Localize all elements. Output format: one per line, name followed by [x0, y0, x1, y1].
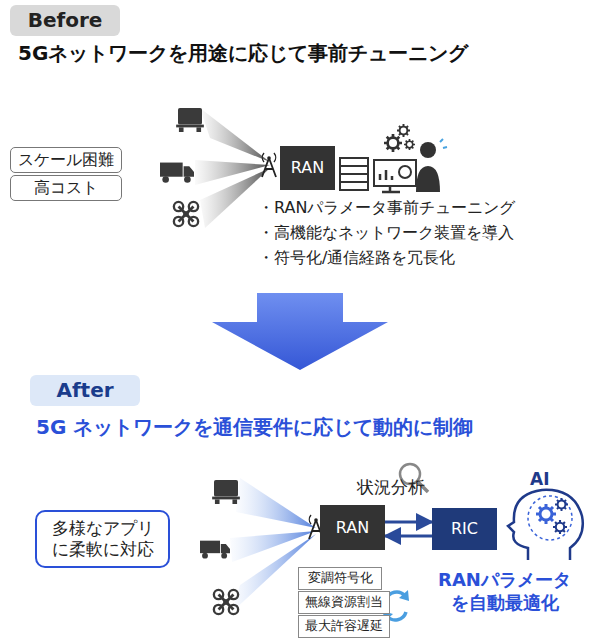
ric-box: RIC [432, 508, 497, 550]
result-note: RANパラメータ を自動最適化 [417, 568, 592, 615]
annotation: 状況分析 [357, 476, 425, 498]
connector-arrow [385, 535, 432, 538]
ran-box: RAN [320, 505, 385, 550]
section-tag: Before [10, 5, 120, 36]
param-box: 最大許容遅延 [298, 615, 390, 638]
node-text: 無線資源割当 [305, 594, 383, 610]
node-text: 最大許容遅延 [305, 618, 383, 634]
connector-arrow [385, 521, 432, 524]
section-tag: After [30, 375, 140, 406]
node-text: RIC [451, 519, 478, 539]
node-text: RAN [291, 158, 324, 178]
issue-box: 高コスト [10, 175, 122, 201]
node-text: 多様なアプリ に柔軟に対応 [44, 518, 162, 561]
app-box: 多様なアプリ に柔軟に対応 [35, 510, 170, 568]
heading: 5Gネットワークを用途に応じて事前チューニング [18, 40, 468, 66]
bullet: ・RANパラメータ事前チューニング [258, 198, 515, 219]
param-box: 無線資源割当 [298, 591, 390, 614]
bullet: ・符号化/通信経路を冗長化 [258, 248, 455, 269]
node-text: RAN [336, 518, 369, 538]
node-text: 変調符号化 [308, 570, 373, 586]
annotation: AI [530, 468, 549, 490]
bullet: ・高機能なネットワーク装置を導入 [258, 223, 514, 244]
heading: 5G ネットワークを通信要件に応じて動的に制御 [36, 414, 473, 440]
param-box: 変調符号化 [298, 567, 382, 590]
ran-box: RAN [280, 146, 335, 190]
issue-box: スケール困難 [10, 147, 122, 173]
node-text: 高コスト [34, 178, 98, 198]
node-text: スケール困難 [18, 150, 114, 170]
node-text: After [56, 378, 113, 403]
node-text: Before [28, 8, 103, 33]
